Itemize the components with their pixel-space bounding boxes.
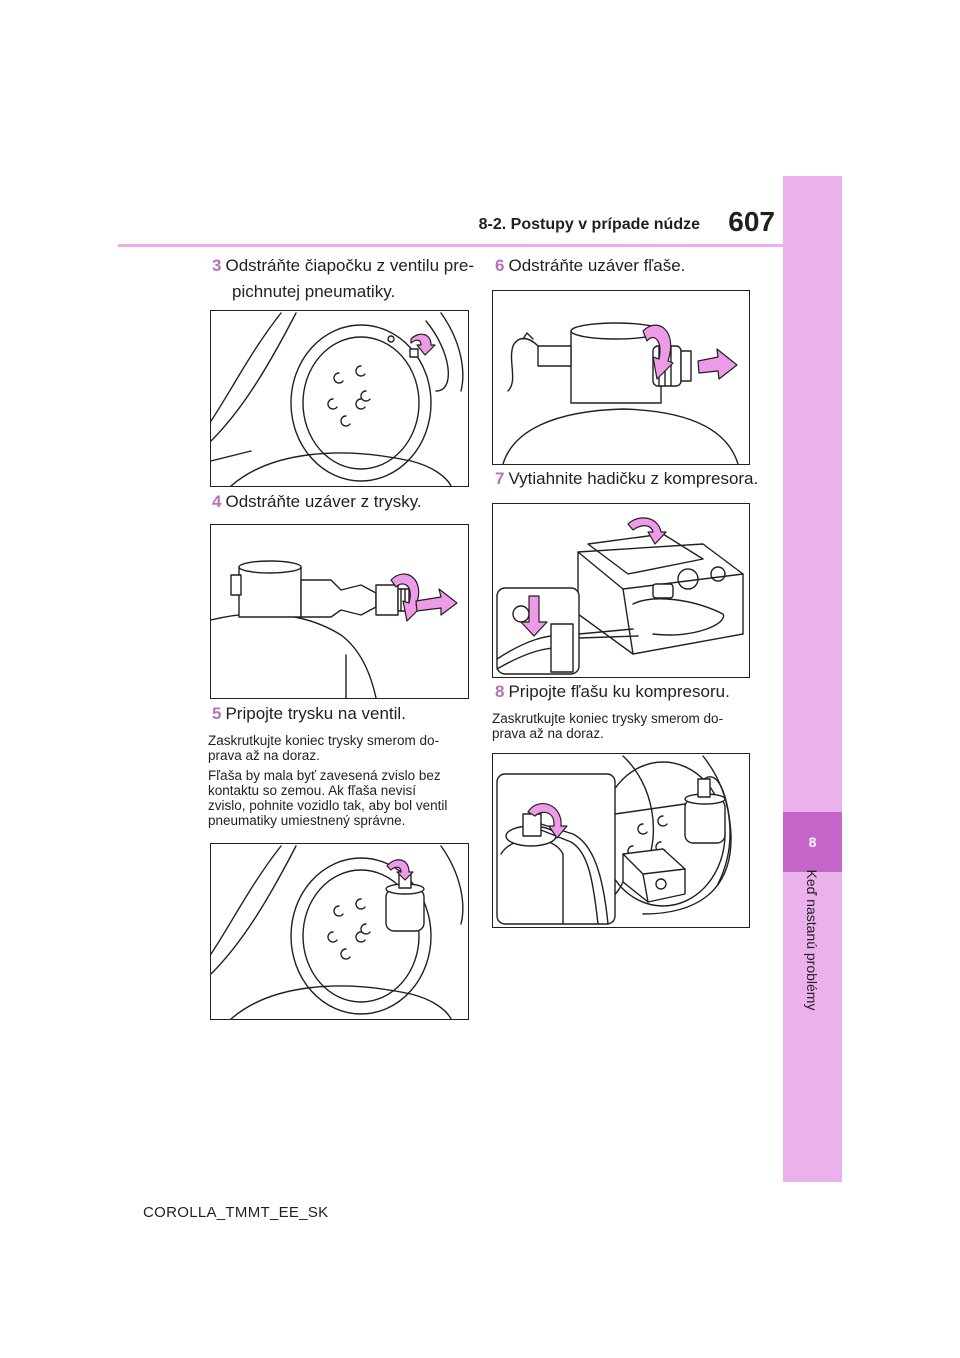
step-8-text: Pripojte fľašu ku kompresoru. [508, 682, 730, 701]
document-code: COROLLA_TMMT_EE_SK [143, 1204, 329, 1221]
step-8-number: 8 [495, 682, 505, 701]
chapter-number-box: 8 [783, 812, 842, 872]
step-5-number: 5 [212, 704, 222, 723]
step-4-number: 4 [212, 492, 222, 511]
section-title: 8-2. Postupy v prípade núdze [478, 216, 700, 233]
step-3-number: 3 [212, 256, 222, 275]
step-8-note-1-line1: Zaskrutkujte koniec trysky smerom do- [492, 711, 724, 726]
step-8-note-1: Zaskrutkujte koniec trysky smerom do- pr… [492, 711, 723, 741]
page-number: 607 [728, 206, 775, 237]
step-5-note-1-line1: Zaskrutkujte koniec trysky smerom do- [208, 733, 440, 748]
step-5-note-2-line1: Fľaša by mala byť zavesená zvislo bez [208, 768, 441, 783]
figure-connect-bottle-to-compressor [492, 753, 750, 928]
figure-attach-nozzle-to-valve [210, 843, 469, 1020]
step-5-note-2-line2: kontaktu so zemou. Ak fľaša nevisí [208, 783, 417, 798]
step-5-note-1: Zaskrutkujte koniec trysky smerom do- pr… [208, 733, 439, 763]
step-5-note-2-line3: zvislo, pohnite vozidlo tak, aby bol ven… [208, 798, 448, 813]
step-5-note-2-line4: pneumatiky umiestnený správne. [208, 813, 406, 828]
step-5-note-2: Fľaša by mala byť zavesená zvislo bez ko… [208, 768, 447, 828]
step-4-text: Odstráňte uzáver z trysky. [225, 492, 422, 511]
step-6-number: 6 [495, 256, 505, 275]
figure-remove-valve-cap [210, 310, 469, 487]
step-3-text-line2: pichnutej pneumatiky. [232, 282, 396, 301]
step-7-text: Vytiahnite hadičku z kompresora. [508, 469, 759, 488]
figure-pull-hose-from-compressor [492, 503, 750, 678]
step-5-note-1-line2: prava až na doraz. [208, 748, 320, 763]
step-6-text: Odstráňte uzáver fľaše. [508, 256, 686, 275]
chapter-number: 8 [808, 834, 817, 850]
step-7-number: 7 [495, 469, 505, 488]
header-rule [118, 244, 783, 247]
chapter-side-tab [783, 176, 842, 1182]
step-8-note-1-line2: prava až na doraz. [492, 726, 604, 741]
figure-remove-bottle-cap [492, 290, 750, 465]
step-5-text: Pripojte trysku na ventil. [225, 704, 406, 723]
step-3-text-line1: Odstráňte čiapočku z ventilu pre- [225, 256, 474, 275]
figure-remove-nozzle-cap [210, 524, 469, 699]
chapter-title: Keď nastanú problémy [804, 869, 820, 1011]
